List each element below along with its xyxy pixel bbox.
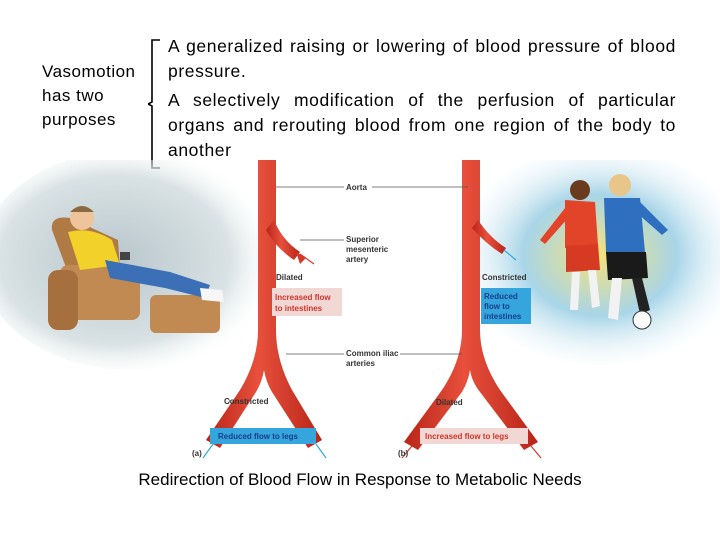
box-b-intestines-line-1: Reduced [484, 292, 518, 301]
artery-diagram-a [206, 160, 322, 448]
figure-caption: Redirection of Blood Flow in Response to… [138, 470, 582, 489]
blood-flow-figure: Aorta Superior mesenteric artery Dilated… [0, 160, 720, 459]
label-dilated-b: Dilated [436, 398, 463, 407]
label-panel-a: (a) [192, 449, 202, 458]
box-b-legs: Increased flow to legs [425, 432, 509, 441]
heading-line-3: purposes [42, 110, 116, 129]
box-reduced-flow-intestines [481, 288, 531, 324]
label-sma-3: artery [346, 255, 369, 264]
left-backdrop [0, 160, 280, 370]
label-iliac-2: arteries [346, 359, 375, 368]
label-panel-b: (b) [398, 449, 409, 458]
label-iliac-1: Common iliac [346, 349, 399, 358]
box-b-intestines-line-3: intestines [484, 312, 522, 321]
label-sma-1: Superior [346, 235, 379, 244]
label-dilated-a: Dilated [276, 273, 303, 282]
heading-line-1: Vasomotion [42, 62, 136, 81]
box-a-intestines-line-1: Increased flow [275, 293, 331, 302]
label-constricted-a: Constricted [224, 397, 269, 406]
heading-line-2: has two [42, 86, 105, 105]
leader-lines [227, 186, 468, 405]
flow-arrows [202, 249, 542, 459]
artery-diagram-b [404, 160, 538, 450]
box-a-legs: Reduced flow to legs [218, 432, 299, 441]
box-b-intestines-line-2: flow to [484, 302, 510, 311]
box-increased-flow-legs [420, 428, 528, 444]
label-sma-2: mesenteric [346, 245, 389, 254]
resting-person-illustration [48, 206, 224, 333]
label-constricted-b: Constricted [482, 273, 527, 282]
point-selective-perfusion: A selectively modification of the perfus… [168, 90, 676, 160]
point-general-pressure: A generalized raising or lowering of blo… [168, 36, 676, 81]
box-a-intestines-line-2: to intestines [275, 304, 323, 313]
box-reduced-flow-legs [210, 428, 316, 444]
vasomotion-heading: Vasomotion has two purposes [42, 60, 136, 132]
label-aorta: Aorta [346, 183, 367, 192]
athletes-illustration [540, 174, 668, 330]
brace-bracket [148, 39, 160, 169]
box-increased-flow-intestines [272, 288, 342, 316]
